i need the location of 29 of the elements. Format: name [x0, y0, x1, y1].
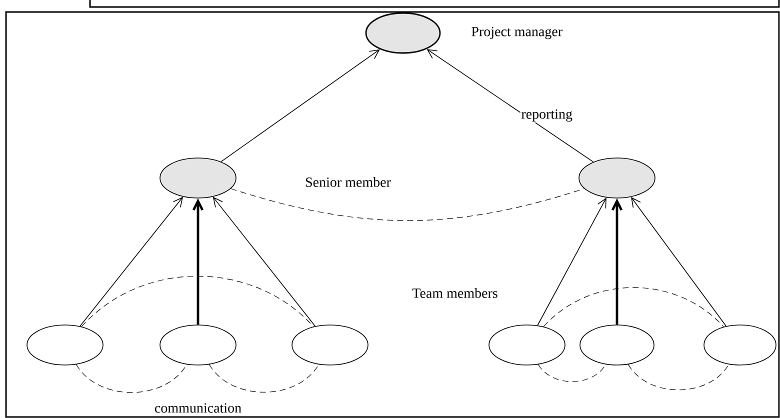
dashed-link — [628, 364, 730, 390]
dashed-link — [230, 188, 585, 221]
dashed-link — [543, 287, 724, 328]
arrow — [630, 196, 726, 327]
edge-label: reporting — [520, 108, 574, 123]
node-circle — [160, 324, 236, 366]
arrow — [611, 198, 623, 325]
arrow — [80, 196, 184, 327]
dashed-link — [76, 364, 188, 393]
node-circle — [365, 12, 441, 54]
node-circle — [580, 324, 654, 366]
node-caption: Project manager — [472, 26, 562, 40]
node-circle — [292, 324, 368, 366]
text-label: Team members — [411, 287, 499, 299]
arrow — [426, 49, 594, 162]
dashed-link — [81, 276, 314, 327]
node-circle — [578, 158, 656, 198]
arrow — [212, 196, 316, 327]
node-circle — [26, 324, 104, 366]
text-label: Senior member — [304, 176, 392, 188]
dashed-link — [208, 364, 320, 393]
dashed-link — [538, 364, 606, 382]
arrow — [192, 198, 204, 325]
node-circle — [704, 324, 776, 366]
arrow — [220, 49, 380, 162]
node-circle — [160, 158, 236, 198]
text-label: communication — [153, 402, 243, 414]
node-circle — [488, 324, 566, 366]
arrow — [537, 198, 606, 326]
